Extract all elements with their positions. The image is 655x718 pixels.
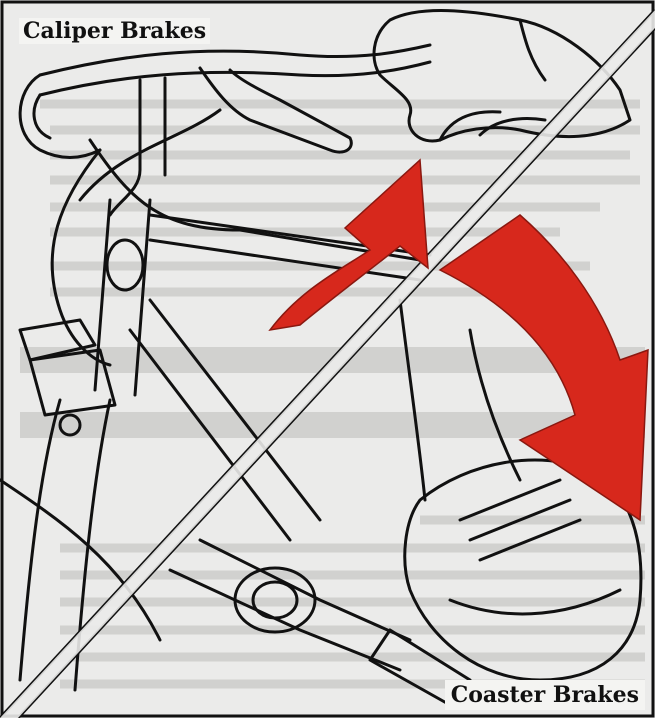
caliper-brakes-label: Caliper Brakes — [19, 18, 210, 44]
coaster-brakes-label: Coaster Brakes — [445, 680, 645, 710]
